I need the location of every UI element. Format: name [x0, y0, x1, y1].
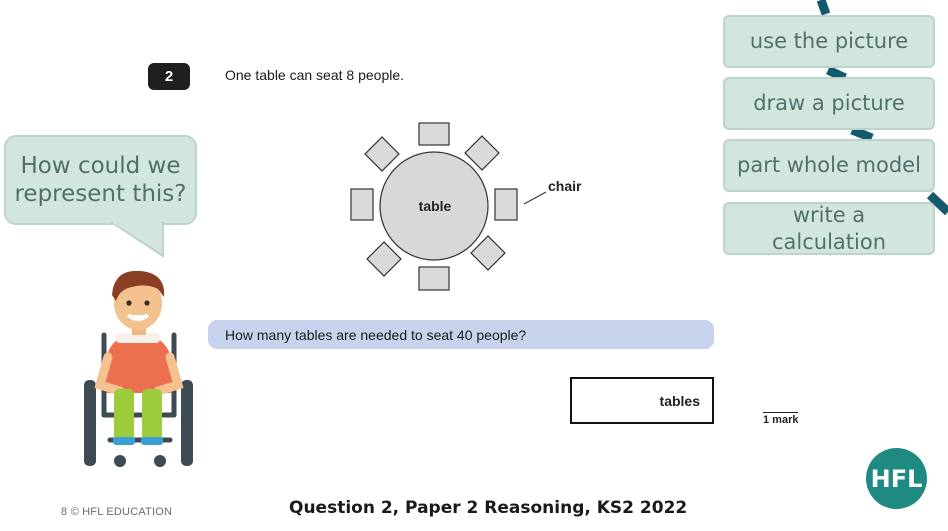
boy-in-wheelchair-illustration: [84, 270, 193, 467]
chair: [366, 241, 402, 277]
answer-box[interactable]: tables: [570, 377, 714, 424]
chair: [418, 266, 450, 291]
answer-unit-label: tables: [659, 392, 700, 409]
chair: [350, 188, 374, 221]
strategy-label: use the picture: [749, 29, 909, 53]
chair: [418, 122, 450, 146]
chair: [494, 188, 518, 221]
strategy-card-part-whole-model: part whole model: [723, 139, 935, 192]
decor-line: [826, 65, 847, 83]
speech-bubble: How could we represent this?: [4, 135, 197, 225]
strategy-label: part whole model: [737, 153, 921, 177]
question-prompt-bar: How many tables are needed to seat 40 pe…: [208, 320, 714, 349]
question-number-badge: 2: [148, 63, 190, 90]
chair: [464, 135, 500, 171]
decor-line: [816, 0, 831, 16]
bubble-text: How could we represent this?: [14, 153, 187, 207]
footer-page-credit: 8 © HFL EDUCATION: [61, 506, 173, 518]
chair-pointer-line: [523, 191, 547, 205]
hfl-logo: HFL: [866, 448, 927, 509]
chair-label: chair: [548, 178, 582, 194]
marks-label: 1 mark: [763, 412, 799, 426]
chair: [364, 136, 400, 172]
strategy-card-draw-picture: draw a picture: [723, 77, 935, 130]
strategy-card-write-calculation: write a calculation: [723, 202, 935, 255]
round-table: [379, 151, 489, 261]
decor-line: [926, 191, 948, 216]
strategy-label: draw a picture: [753, 91, 905, 115]
chair: [470, 235, 506, 271]
table-label: table: [419, 198, 452, 214]
table-diagram: table: [350, 122, 547, 291]
strategy-label: write a calculation: [771, 202, 887, 254]
question-prompt: How many tables are needed to seat 40 pe…: [225, 326, 527, 343]
question-text: One table can seat 8 people.: [225, 67, 405, 83]
speech-bubble-tail: [110, 222, 164, 258]
strategy-card-use-picture: use the picture: [723, 15, 935, 68]
logo-text: HFL: [870, 464, 923, 493]
slide-caption: Question 2, Paper 2 Reasoning, KS2 2022: [289, 498, 688, 518]
decor-line: [850, 125, 874, 143]
